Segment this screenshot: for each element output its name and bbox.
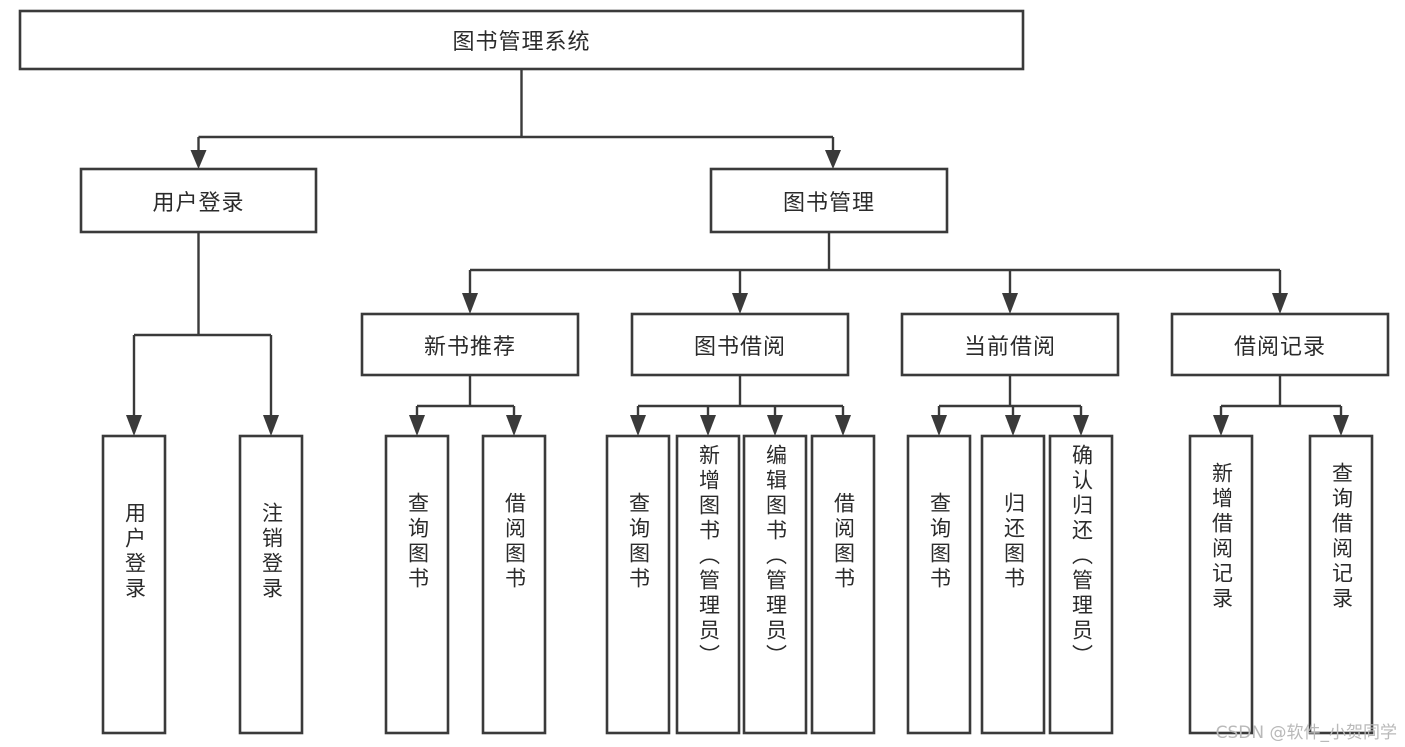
arrowhead-userlogin-to-leaf1 xyxy=(126,415,142,436)
node-borrow-record-box[interactable] xyxy=(1170,312,1390,377)
leaf-cb-return-box[interactable] xyxy=(980,434,1046,735)
arrowhead-borrow-to-query xyxy=(630,415,646,436)
node-new-book-box[interactable] xyxy=(360,312,580,377)
arrowhead-bookmgmt-to-current xyxy=(1002,293,1018,314)
connector-layer xyxy=(126,69,1349,436)
leaf-bb-borrow-box[interactable] xyxy=(810,434,876,735)
arrowhead-root-to-book-mgmt xyxy=(825,150,841,169)
arrowhead-root-to-user-login xyxy=(190,150,207,169)
leaf-nb-query-box[interactable] xyxy=(384,434,450,735)
leaf-cb-confirm-box[interactable] xyxy=(1048,434,1114,735)
leaf-user-logout-box[interactable] xyxy=(238,434,304,735)
arrowhead-bookmgmt-to-record xyxy=(1272,293,1288,314)
arrowhead-record-to-add xyxy=(1213,415,1229,436)
arrowhead-borrow-to-edit xyxy=(767,415,783,436)
node-user-login-box[interactable] xyxy=(79,167,318,234)
arrowhead-record-to-query xyxy=(1333,415,1349,436)
arrowhead-bookmgmt-to-newbook xyxy=(462,293,478,314)
node-book-borrow-box[interactable] xyxy=(630,312,850,377)
arrowhead-newbook-to-query xyxy=(409,415,425,436)
leaf-cb-query-box[interactable] xyxy=(906,434,972,735)
node-layer xyxy=(18,9,1390,735)
leaf-br-query-box[interactable] xyxy=(1308,434,1374,735)
node-current-borrow-box[interactable] xyxy=(900,312,1120,377)
arrowhead-current-to-query xyxy=(931,415,947,436)
arrowhead-newbook-to-borrow xyxy=(506,415,522,436)
node-root-box[interactable] xyxy=(18,9,1025,71)
leaf-br-add-box[interactable] xyxy=(1188,434,1254,735)
arrowhead-current-to-return xyxy=(1005,415,1021,436)
arrowhead-bookmgmt-to-borrow xyxy=(732,293,748,314)
leaf-user-login-box[interactable] xyxy=(101,434,167,735)
arrowhead-borrow-to-add xyxy=(700,415,716,436)
arrowhead-userlogin-to-leaf2 xyxy=(263,415,279,436)
leaf-bb-add-box[interactable] xyxy=(675,434,741,735)
arrowhead-current-to-confirm xyxy=(1073,415,1089,436)
leaf-bb-query-box[interactable] xyxy=(605,434,671,735)
node-book-mgmt-box[interactable] xyxy=(709,167,949,234)
leaf-nb-borrow-box[interactable] xyxy=(481,434,547,735)
leaf-bb-edit-box[interactable] xyxy=(742,434,808,735)
arrowhead-borrow-to-borrowbook xyxy=(835,415,851,436)
